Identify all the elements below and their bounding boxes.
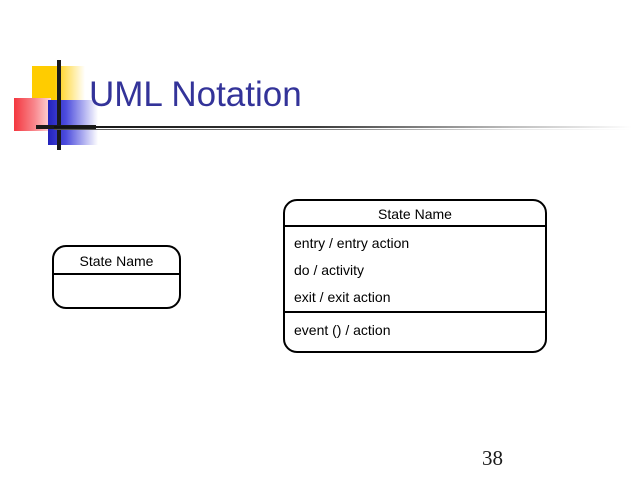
title-divider-line [54,126,632,128]
logo-vertical-line [57,60,61,150]
uml-simple-state-box: State Name [52,245,181,309]
state-event-line: event () / action [294,322,391,338]
title-divider-line-shadow [54,129,632,130]
uml-detailed-state-box: State Name entry / entry action do / act… [283,199,547,353]
state-action-line: do / activity [294,262,365,278]
logo-blue-square [48,100,98,145]
slide-title-area: UML Notation [0,0,638,160]
page-title: UML Notation [89,75,302,114]
detailed-state-actions-compartment: entry / entry action do / activity exit … [285,227,545,313]
simple-state-body-compartment [54,275,179,307]
slide-number: 38 [482,446,503,470]
state-action-line: entry / entry action [294,235,410,251]
state-action-line: exit / exit action [294,289,391,305]
simple-state-name: State Name [54,247,179,275]
detailed-state-name: State Name [285,201,545,227]
detailed-state-events-compartment: event () / action [285,313,545,351]
